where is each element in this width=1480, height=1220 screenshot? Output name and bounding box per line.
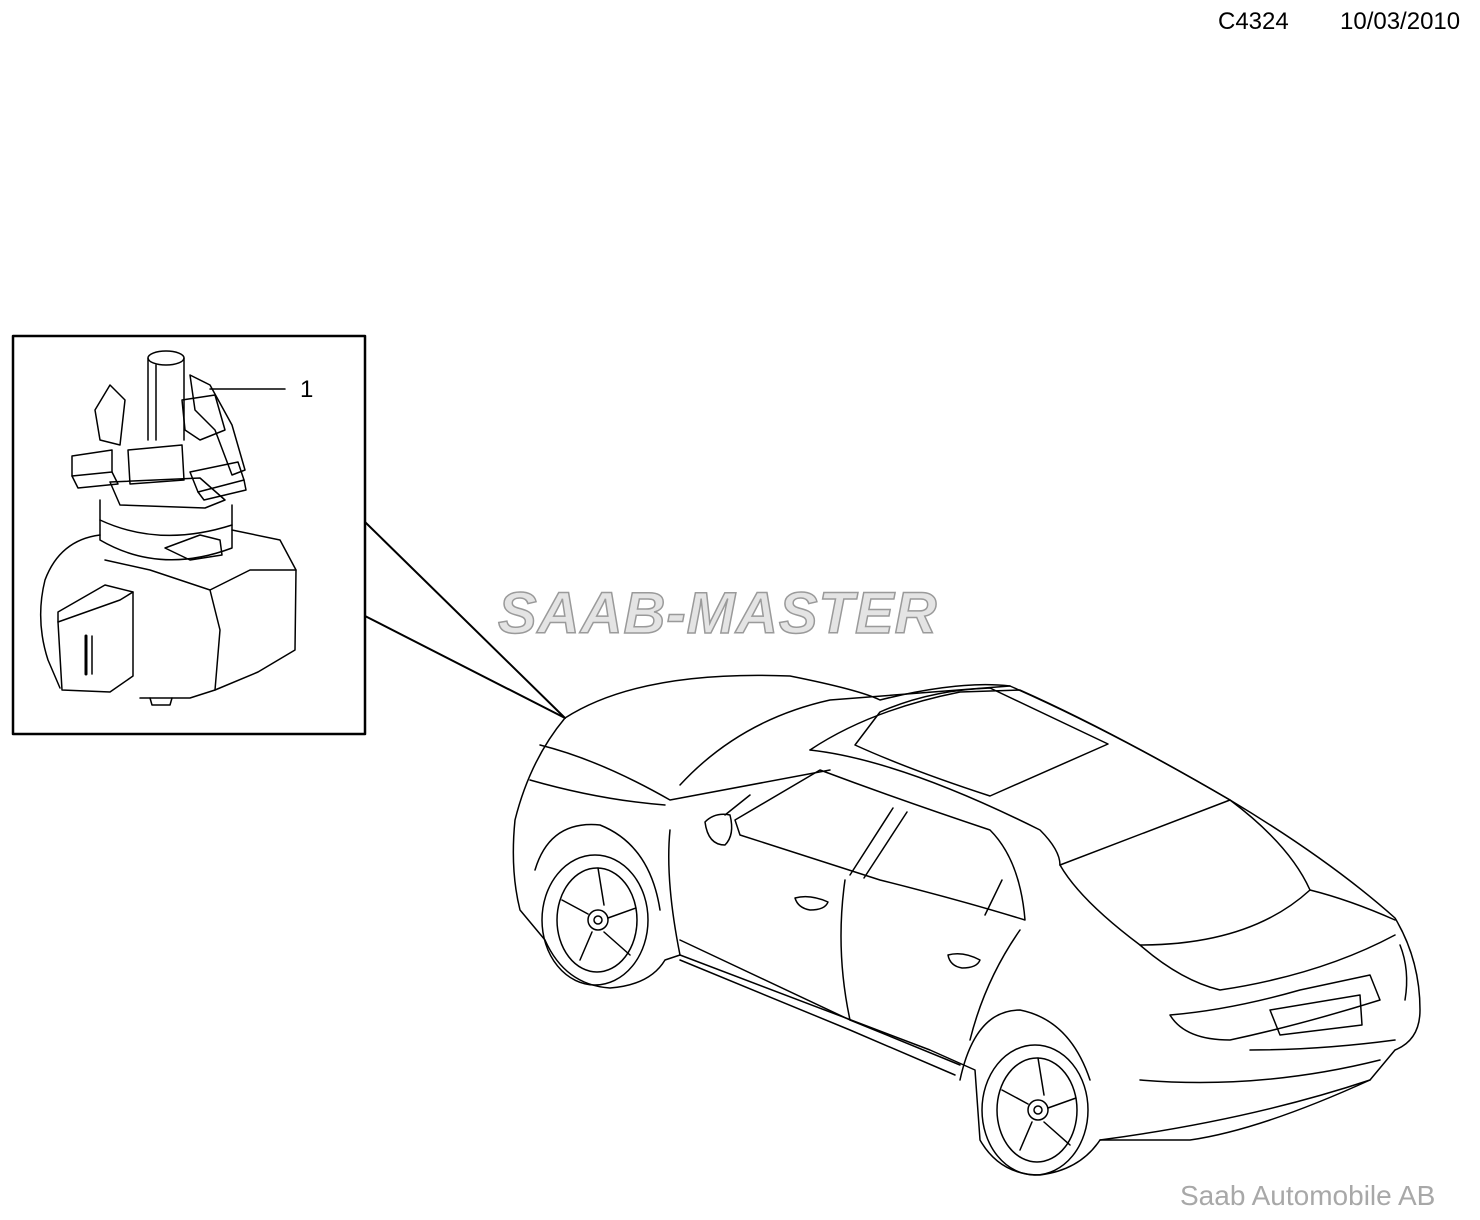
detail-inset-frame [11,334,367,736]
switch-component-drawing [39,350,297,706]
diagram-code: C4324 [1218,8,1289,35]
diagram-date: 10/03/2010 [1340,8,1461,35]
watermark: SAAB-MASTER [497,580,938,647]
inset-leader-lines [364,521,566,719]
footer-copyright: Saab Automobile AB [1180,1180,1436,1211]
callout-number: 1 [300,376,314,403]
car-illustration [512,674,1421,1176]
